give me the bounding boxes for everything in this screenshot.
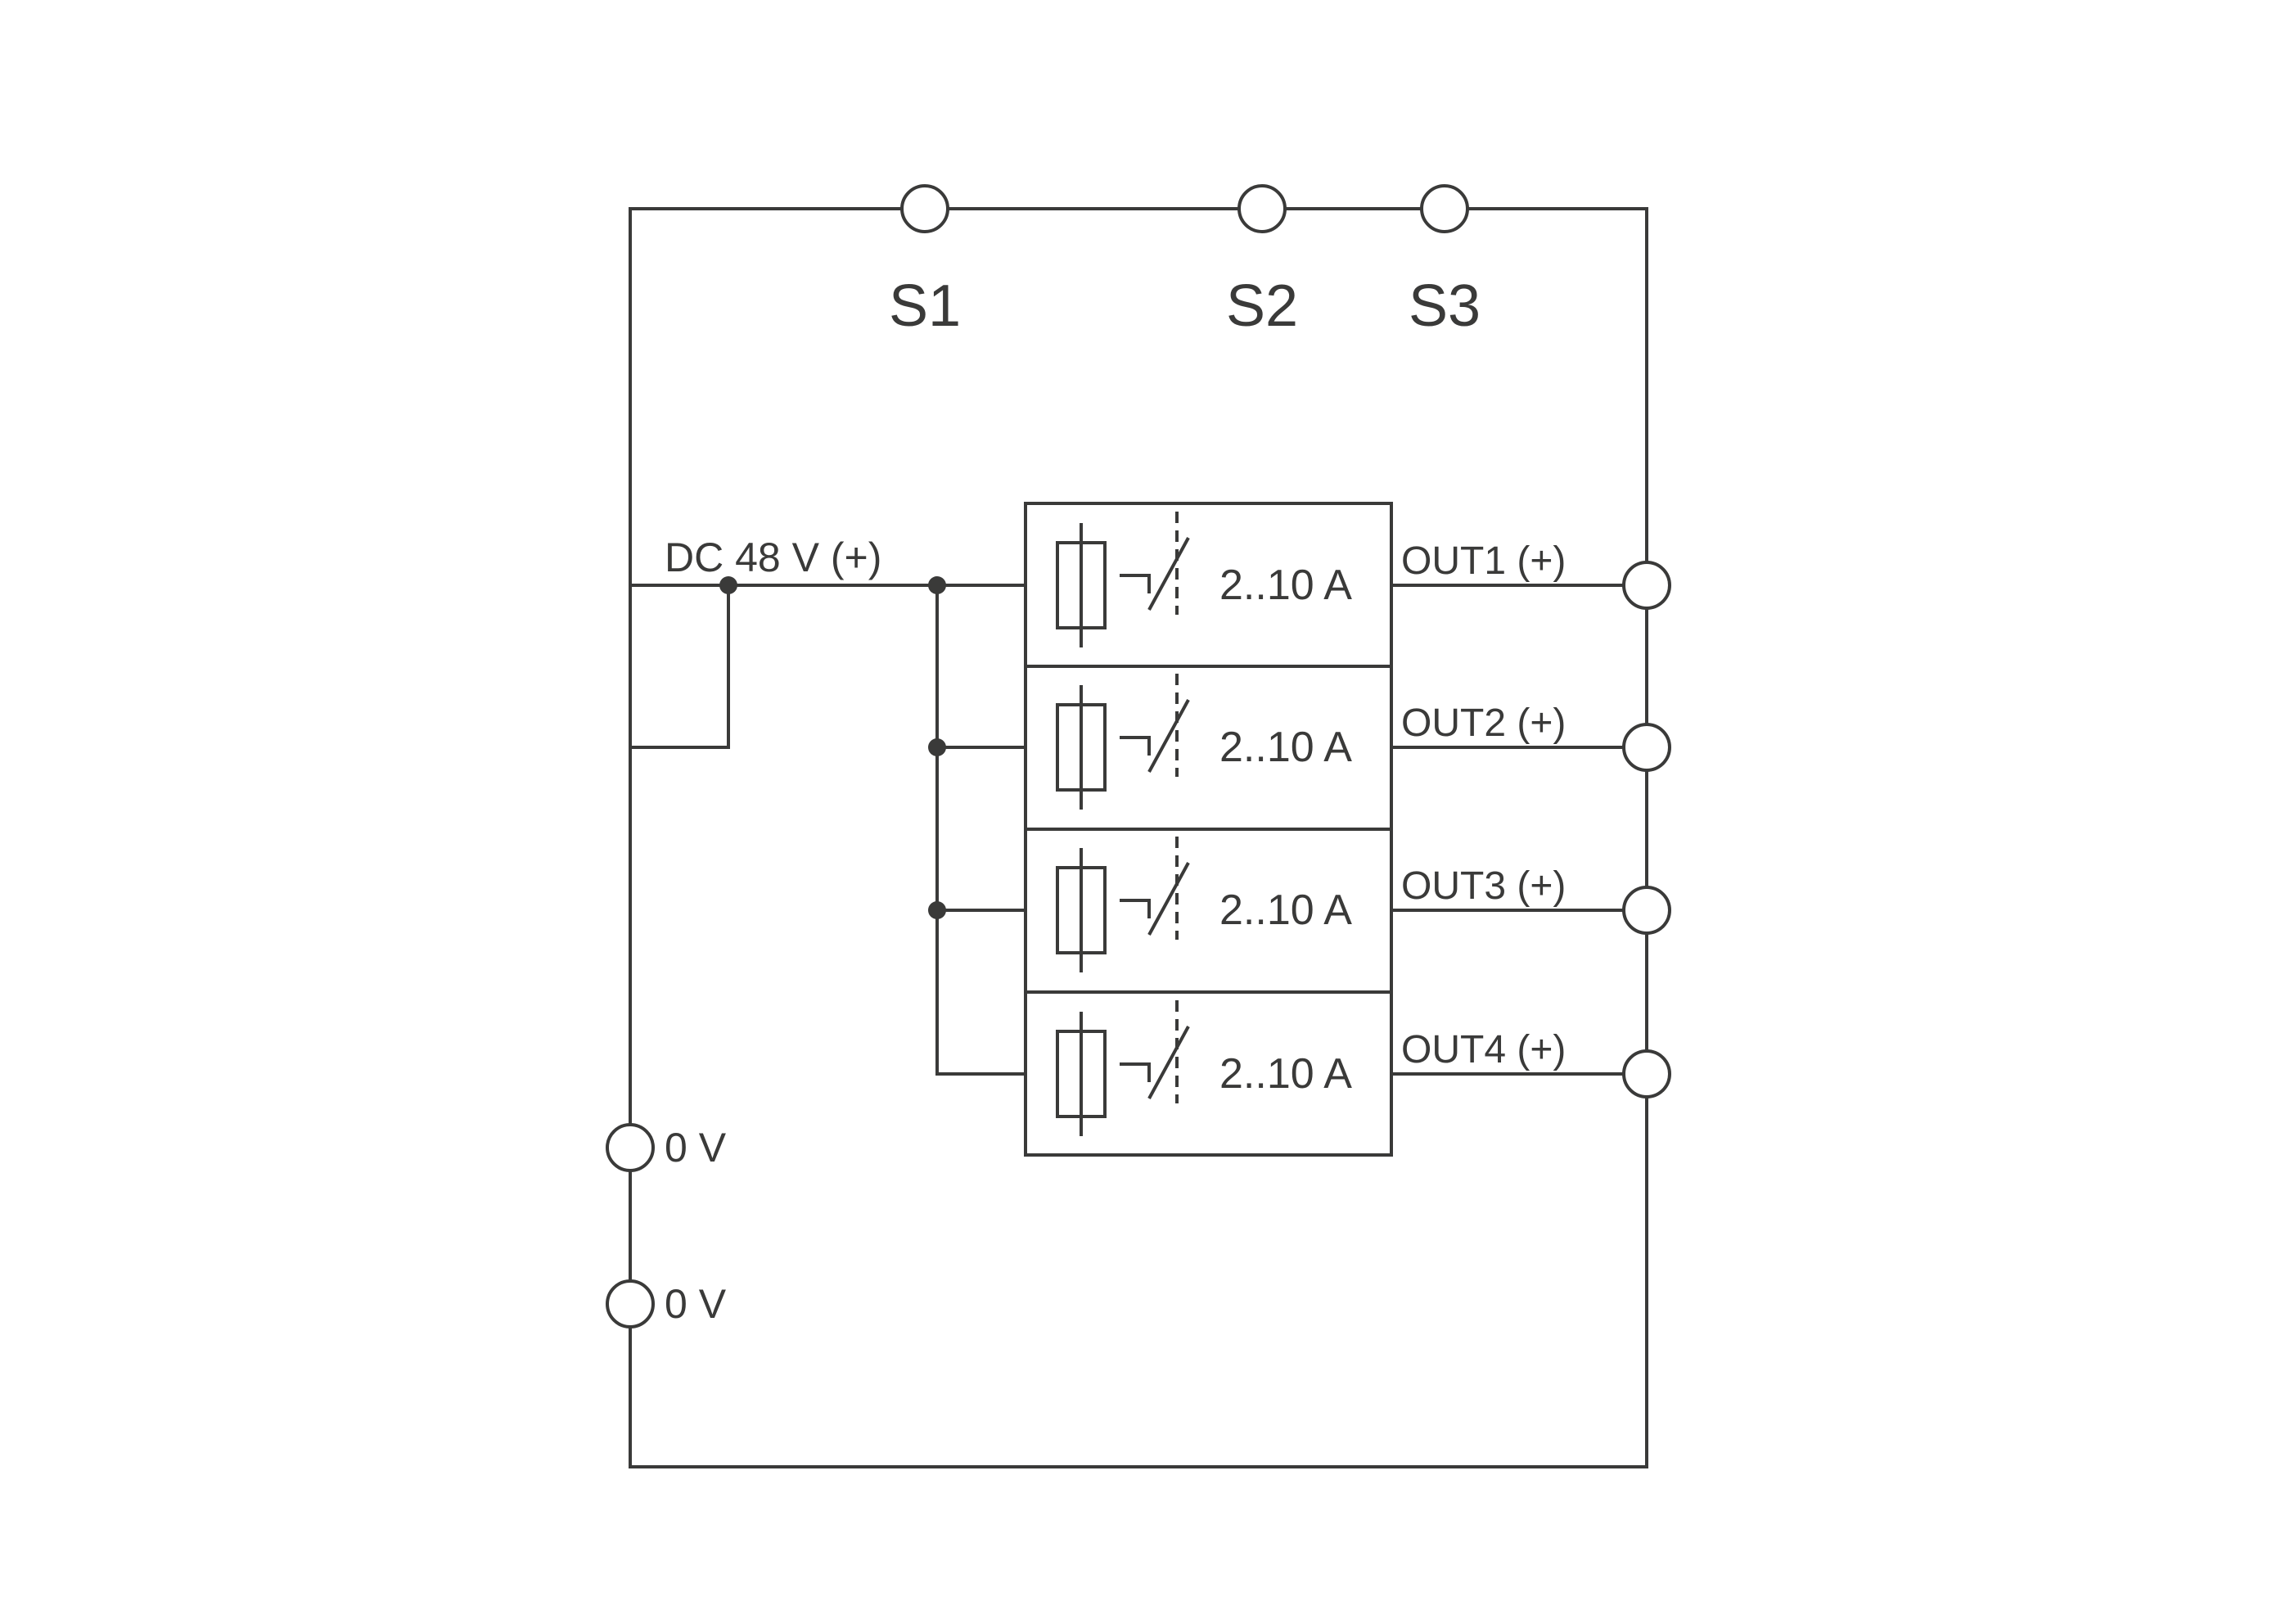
terminal-s1-label: S1 <box>889 273 961 339</box>
module-box <box>1024 502 1393 1157</box>
terminal-0v-1-circle <box>606 1123 655 1172</box>
terminal-out3 <box>1622 886 1671 935</box>
junction-dot <box>928 738 946 756</box>
breaker-switch-icon <box>1120 512 1190 615</box>
terminal-out1 <box>1622 561 1671 610</box>
terminal-0v-2-label: 0 V <box>665 1281 727 1327</box>
output-label: OUT4 (+) <box>1401 1028 1566 1071</box>
channel-rating: 2..10 A <box>1219 886 1352 934</box>
terminal-0v-1-label: 0 V <box>665 1125 727 1171</box>
input-step-wire <box>630 585 730 749</box>
terminal-out4 <box>1622 1049 1671 1098</box>
channel-rating: 2..10 A <box>1219 562 1352 609</box>
channel-2: 2..10 A OUT2 (+) <box>1056 674 1671 810</box>
channel-rating: 2..10 A <box>1219 724 1352 771</box>
module-row-dividers <box>1026 665 1391 994</box>
junction-dot <box>928 901 946 919</box>
channel-4: 2..10 A OUT4 (+) <box>1056 1000 1671 1136</box>
output-label: OUT3 (+) <box>1401 864 1566 908</box>
junction-dot <box>719 576 737 594</box>
bus-vertical-wire <box>935 585 1026 1076</box>
breaker-switch-icon <box>1120 1000 1190 1103</box>
terminal-s2-label: S2 <box>1226 273 1298 339</box>
terminal-s1-circle <box>900 184 949 233</box>
channel-3: 2..10 A OUT3 (+) <box>1056 837 1671 972</box>
fuse-icon <box>1056 685 1107 810</box>
terminal-out2 <box>1622 723 1671 772</box>
terminal-s2-circle <box>1237 184 1287 233</box>
terminal-0v-1: 0 V <box>606 1123 727 1172</box>
input-bus <box>630 576 1026 1076</box>
fuse-icon <box>1056 848 1107 972</box>
channel-rating: 2..10 A <box>1219 1050 1352 1098</box>
terminal-s3-circle <box>1420 184 1469 233</box>
output-label: OUT1 (+) <box>1401 539 1566 583</box>
terminal-s3: S3 <box>1409 184 1481 339</box>
fuse-icon <box>1056 523 1107 647</box>
terminal-s1: S1 <box>889 184 961 339</box>
fuse-icon <box>1056 1012 1107 1136</box>
terminal-0v-2: 0 V <box>606 1279 727 1329</box>
terminal-s2: S2 <box>1226 184 1298 339</box>
channel-1: 2..10 A OUT1 (+) <box>1056 512 1671 647</box>
breaker-switch-icon <box>1120 674 1190 777</box>
breaker-switch-icon <box>1120 837 1190 940</box>
terminal-0v-2-circle <box>606 1279 655 1329</box>
outer-frame-wire <box>629 207 1648 1468</box>
output-label: OUT2 (+) <box>1401 701 1566 745</box>
terminal-s3-label: S3 <box>1409 273 1481 339</box>
input-voltage-label: DC 48 V (+) <box>665 535 881 580</box>
junction-dot <box>928 576 946 594</box>
